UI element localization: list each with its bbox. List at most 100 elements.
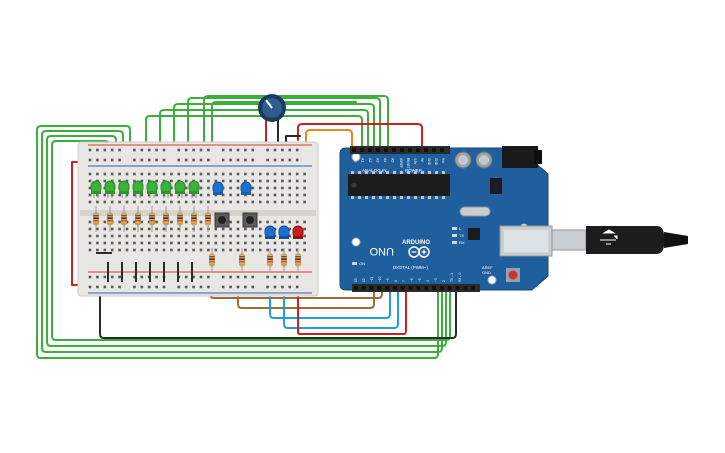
breadboard-hole	[258, 227, 262, 231]
components	[90, 180, 304, 272]
breadboard-hole	[125, 200, 129, 204]
breadboard-hole	[214, 172, 218, 176]
breadboard-channel	[80, 210, 316, 216]
header-pin	[416, 148, 420, 152]
breadboard-hole	[199, 220, 203, 224]
breadboard-hole	[103, 275, 107, 279]
breadboard-hole	[236, 275, 240, 279]
breadboard-hole	[184, 234, 188, 238]
header-pin	[376, 148, 380, 152]
analog-pin-label: A1	[361, 158, 365, 162]
voltage-regulator	[490, 178, 502, 194]
breadboard-hole	[303, 234, 306, 238]
breadboard-hole	[288, 193, 292, 197]
resistor-band	[121, 217, 127, 219]
breadboard-hole	[155, 241, 158, 245]
blue-led-base	[265, 236, 275, 239]
green-wire	[51, 140, 451, 341]
top-header-pins	[352, 148, 444, 152]
breadboard-hole	[214, 227, 218, 231]
breadboard-hole	[88, 200, 92, 204]
breadboard-hole	[192, 193, 195, 197]
breadboard-hole	[177, 285, 181, 289]
resistor-band	[163, 220, 169, 222]
breadboard-hole	[88, 158, 92, 162]
resistor-band	[281, 261, 287, 263]
breadboard-hole	[229, 241, 232, 245]
breadboard-hole	[214, 241, 218, 245]
breadboard-hole	[281, 241, 284, 245]
breadboard-hole	[295, 186, 299, 190]
breadboard-hole	[170, 193, 173, 197]
breadboard-hole	[244, 179, 247, 183]
breadboard-hole	[184, 172, 188, 176]
breadboard-hole	[258, 220, 262, 224]
breadboard-hole	[184, 179, 188, 183]
breadboard-hole	[88, 227, 92, 231]
breadboard-hole	[288, 148, 292, 152]
breadboard-hole	[229, 172, 232, 176]
resistor-band	[107, 220, 113, 222]
breadboard-hole	[88, 220, 92, 224]
breadboard-hole	[244, 285, 247, 289]
breadboard-hole	[199, 275, 203, 279]
usb-cable-strain-relief	[664, 232, 688, 248]
breadboard-hole	[177, 234, 181, 238]
breadboard-hole	[177, 200, 181, 204]
digital-pin-label: 2	[442, 280, 446, 282]
potentiometer[interactable]	[258, 94, 286, 122]
breadboard-hole	[258, 186, 262, 190]
resistor-band	[135, 215, 141, 217]
l-label: L	[459, 226, 462, 231]
breadboard-hole	[118, 179, 121, 183]
breadboard-hole	[207, 158, 210, 162]
digital-pin-label: ~3	[434, 278, 438, 282]
breadboard-hole	[207, 200, 210, 204]
breadboard-hole	[147, 193, 151, 197]
breadboard-hole	[288, 227, 292, 231]
breadboard-hole	[236, 179, 240, 183]
breadboard-hole	[303, 172, 306, 176]
breadboard-hole	[184, 186, 188, 190]
breadboard-hole	[288, 186, 292, 190]
usb-cable[interactable]	[551, 226, 688, 254]
breadboard-hole	[118, 148, 121, 152]
breadboard-hole	[88, 241, 92, 245]
breadboard-hole	[199, 179, 203, 183]
resistor-band	[135, 222, 141, 224]
breadboard-hole	[236, 227, 240, 231]
breadboard-hole	[273, 248, 277, 252]
breadboard-hole	[147, 234, 151, 238]
breadboard-hole	[118, 241, 121, 245]
breadboard-hole	[303, 227, 306, 231]
breadboard-hole	[288, 158, 292, 162]
breadboard-hole	[199, 285, 203, 289]
breadboard-hole	[229, 148, 232, 152]
chip-leg	[421, 171, 424, 174]
breadboard-hole	[229, 275, 232, 279]
breadboard-hole	[288, 200, 292, 204]
digital-pin-label: 8	[394, 280, 398, 282]
breadboard-hole	[192, 158, 195, 162]
reset-button[interactable]	[508, 270, 518, 280]
breadboard-hole	[133, 234, 136, 238]
header-pin	[408, 286, 413, 290]
breadboard-hole	[155, 248, 158, 252]
breadboard[interactable]	[77, 141, 319, 297]
breadboard-hole	[266, 220, 269, 224]
breadboard-hole	[229, 179, 232, 183]
green-led-base	[175, 191, 185, 194]
power-header-label: POWER	[405, 168, 423, 173]
breadboard-hole	[140, 179, 144, 183]
power-jack-tip	[534, 150, 542, 164]
header-pin	[354, 286, 358, 290]
resistor-band	[149, 220, 155, 222]
breadboard-hole	[199, 148, 203, 152]
orange-wire	[305, 129, 353, 151]
resistor-band	[191, 220, 197, 222]
power-jack[interactable]	[502, 146, 538, 168]
breadboard-hole	[281, 200, 284, 204]
blue-led-base	[241, 192, 251, 195]
